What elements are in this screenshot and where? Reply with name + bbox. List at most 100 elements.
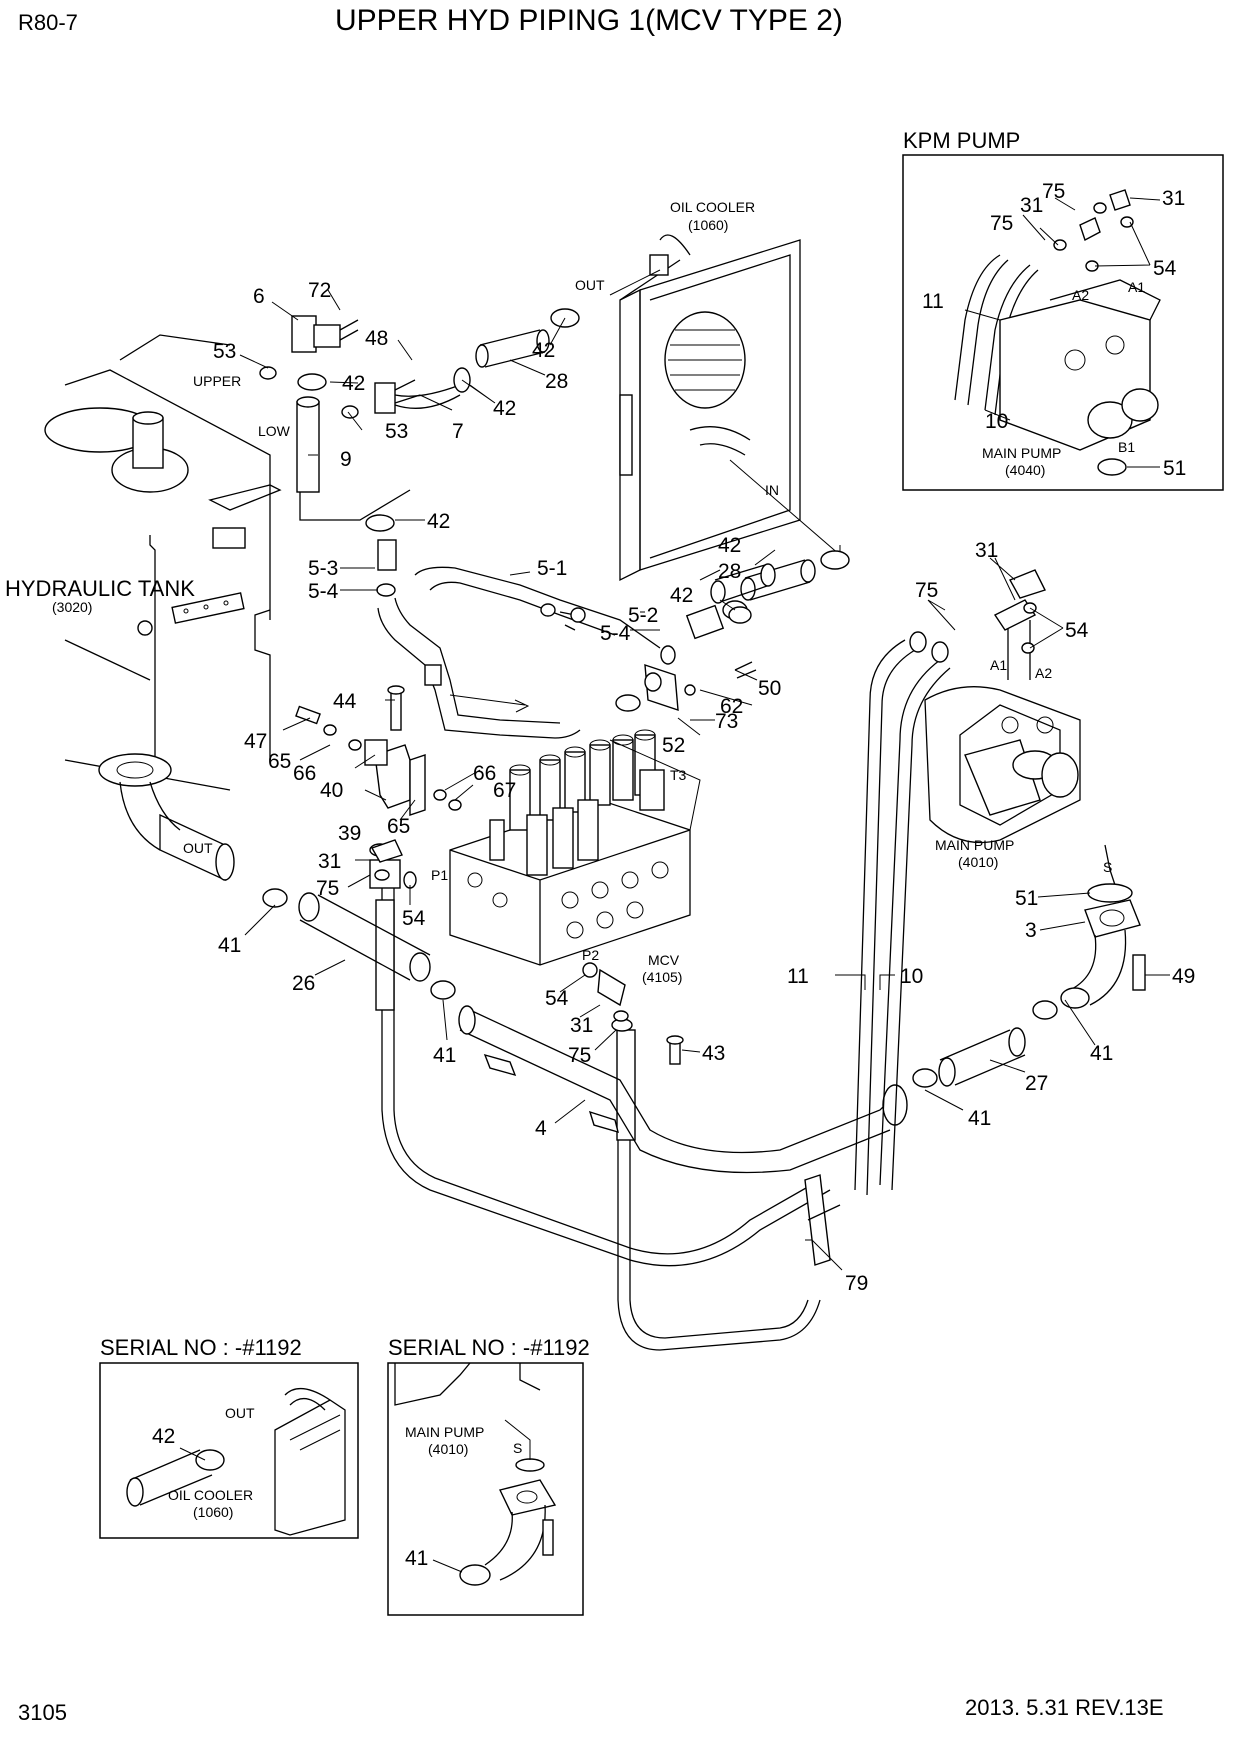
callout-41-right: 41 [1090,1042,1113,1065]
serial-right-title: SERIAL NO : -#1192 [388,1335,590,1360]
callout-labels: 6 72 53 48 42 42 28 42 53 7 9 42 5-3 5-4… [152,180,1195,1570]
mcv-valve [449,729,701,966]
callout-27: 27 [1025,1072,1048,1095]
pump-port-a2-label: A2 [1035,665,1052,681]
serial-right-pump-code: (4010) [428,1441,468,1457]
callout-73: 73 [715,710,738,733]
main-pump-code: (4010) [958,854,998,870]
leader-lines [179,197,1170,1573]
kpm-pump-inset [902,154,1224,491]
callout-40: 40 [320,779,343,802]
port-upper-label: UPPER [193,373,241,389]
callout-51-pump: 51 [1015,887,1038,910]
oil-cooler-code: (1060) [688,217,728,233]
callout-28-right: 28 [718,560,741,583]
callout-75-pump: 75 [915,579,938,602]
serial-right-pump-label: MAIN PUMP [405,1424,484,1440]
callout-41-inset: 41 [405,1547,428,1570]
pump-port-s-label: S [1103,859,1112,875]
callout-5-1: 5-1 [537,557,567,580]
port-t3-label: T3 [670,767,687,783]
serial-right-drawing [394,1362,557,1586]
oil-cooler-label: OIL COOLER [670,199,755,215]
callout-75-mid: 75 [568,1044,591,1067]
callout-54-mid: 54 [545,987,569,1010]
model-code: R80-7 [18,10,78,35]
callout-10: 10 [900,965,923,988]
pressure-hoses [369,839,831,1351]
serial-right-port-s-label: S [513,1440,522,1456]
callout-4: 4 [535,1117,547,1140]
callout-3: 3 [1025,919,1037,942]
callout-5-3: 5-3 [308,557,338,580]
callout-11: 11 [787,965,809,988]
serial-inset-left [99,1362,359,1539]
callout-26: 26 [292,972,315,995]
return-pipe [377,566,679,739]
mcv-code: (4105) [642,969,682,985]
port-p2-label: P2 [582,947,599,963]
mcv-label: MCV [648,952,680,968]
callout-5-2: 5-2 [628,604,658,627]
callout-28-upper: 28 [545,370,568,393]
kpm-port-a2-label: A2 [1072,287,1089,303]
kpm-port-b1-label: B1 [1118,439,1135,455]
pump-flange [1060,883,1146,1009]
callout-52: 52 [662,734,685,757]
serial-left-cooler-code: (1060) [193,1504,233,1520]
centre-fittings [540,563,776,696]
callout-42-hose: 42 [493,397,516,420]
callout-42-cooler: 42 [532,339,555,362]
kpm-main-pump-label: MAIN PUMP [982,445,1061,461]
tank-out-label: OUT [183,840,213,856]
callout-31-mid: 31 [570,1014,593,1037]
callout-41-lower: 41 [968,1107,991,1130]
callout-42-tank: 42 [427,510,450,533]
callout-67: 67 [493,779,516,802]
hydraulic-tank-code: (3020) [52,599,92,615]
pump-hoses [804,631,951,1266]
callout-62: 62 [720,695,743,718]
callout-6: 6 [253,285,265,308]
callout-75-kpm-left: 75 [990,212,1013,235]
callout-31-kpm-left: 31 [1020,194,1043,217]
callout-44: 44 [333,690,357,713]
main-pump [924,569,1116,886]
port-p1-label: P1 [431,867,448,883]
cooler-in-label: IN [765,482,779,498]
callout-42-cap: 42 [342,372,365,395]
callout-66-left: 66 [293,762,316,785]
callout-54-pump: 54 [1065,619,1089,642]
serial-inset-right [387,1362,584,1616]
callout-5-4-right: 5-4 [600,622,631,645]
kpm-main-pump-code: (4040) [1005,462,1045,478]
callout-53-low: 53 [385,420,408,443]
pump-port-a1-label: A1 [990,657,1007,673]
callout-31-left: 31 [318,850,341,873]
upper-fittings [259,315,471,597]
diagram-title: UPPER HYD PIPING 1(MCV TYPE 2) [335,4,843,37]
callout-53-upper: 53 [213,340,236,363]
page-number: 3105 [18,1700,67,1725]
suction-hoses [262,888,1058,1088]
callout-79: 79 [845,1272,868,1295]
serial-left-out-label: OUT [225,1405,255,1421]
callout-72: 72 [308,279,331,302]
callout-65-left: 65 [268,750,291,773]
serial-left-cooler-label: OIL COOLER [168,1487,253,1503]
callout-49: 49 [1172,965,1195,988]
bracket [295,685,462,816]
callout-31-pump: 31 [975,539,998,562]
callout-41-left: 41 [218,934,241,957]
callout-48: 48 [365,327,388,350]
callout-42-inset: 42 [152,1425,175,1448]
callout-7: 7 [452,420,464,443]
callout-65-right: 65 [387,815,410,838]
callout-31-kpm-right: 31 [1162,187,1185,210]
callout-5-4-left: 5-4 [308,580,339,603]
callout-75-left: 75 [316,877,339,900]
serial-left-drawing [126,1388,346,1536]
hydraulic-tank-label: HYDRAULIC TANK [5,576,195,601]
callout-47: 47 [244,730,267,753]
